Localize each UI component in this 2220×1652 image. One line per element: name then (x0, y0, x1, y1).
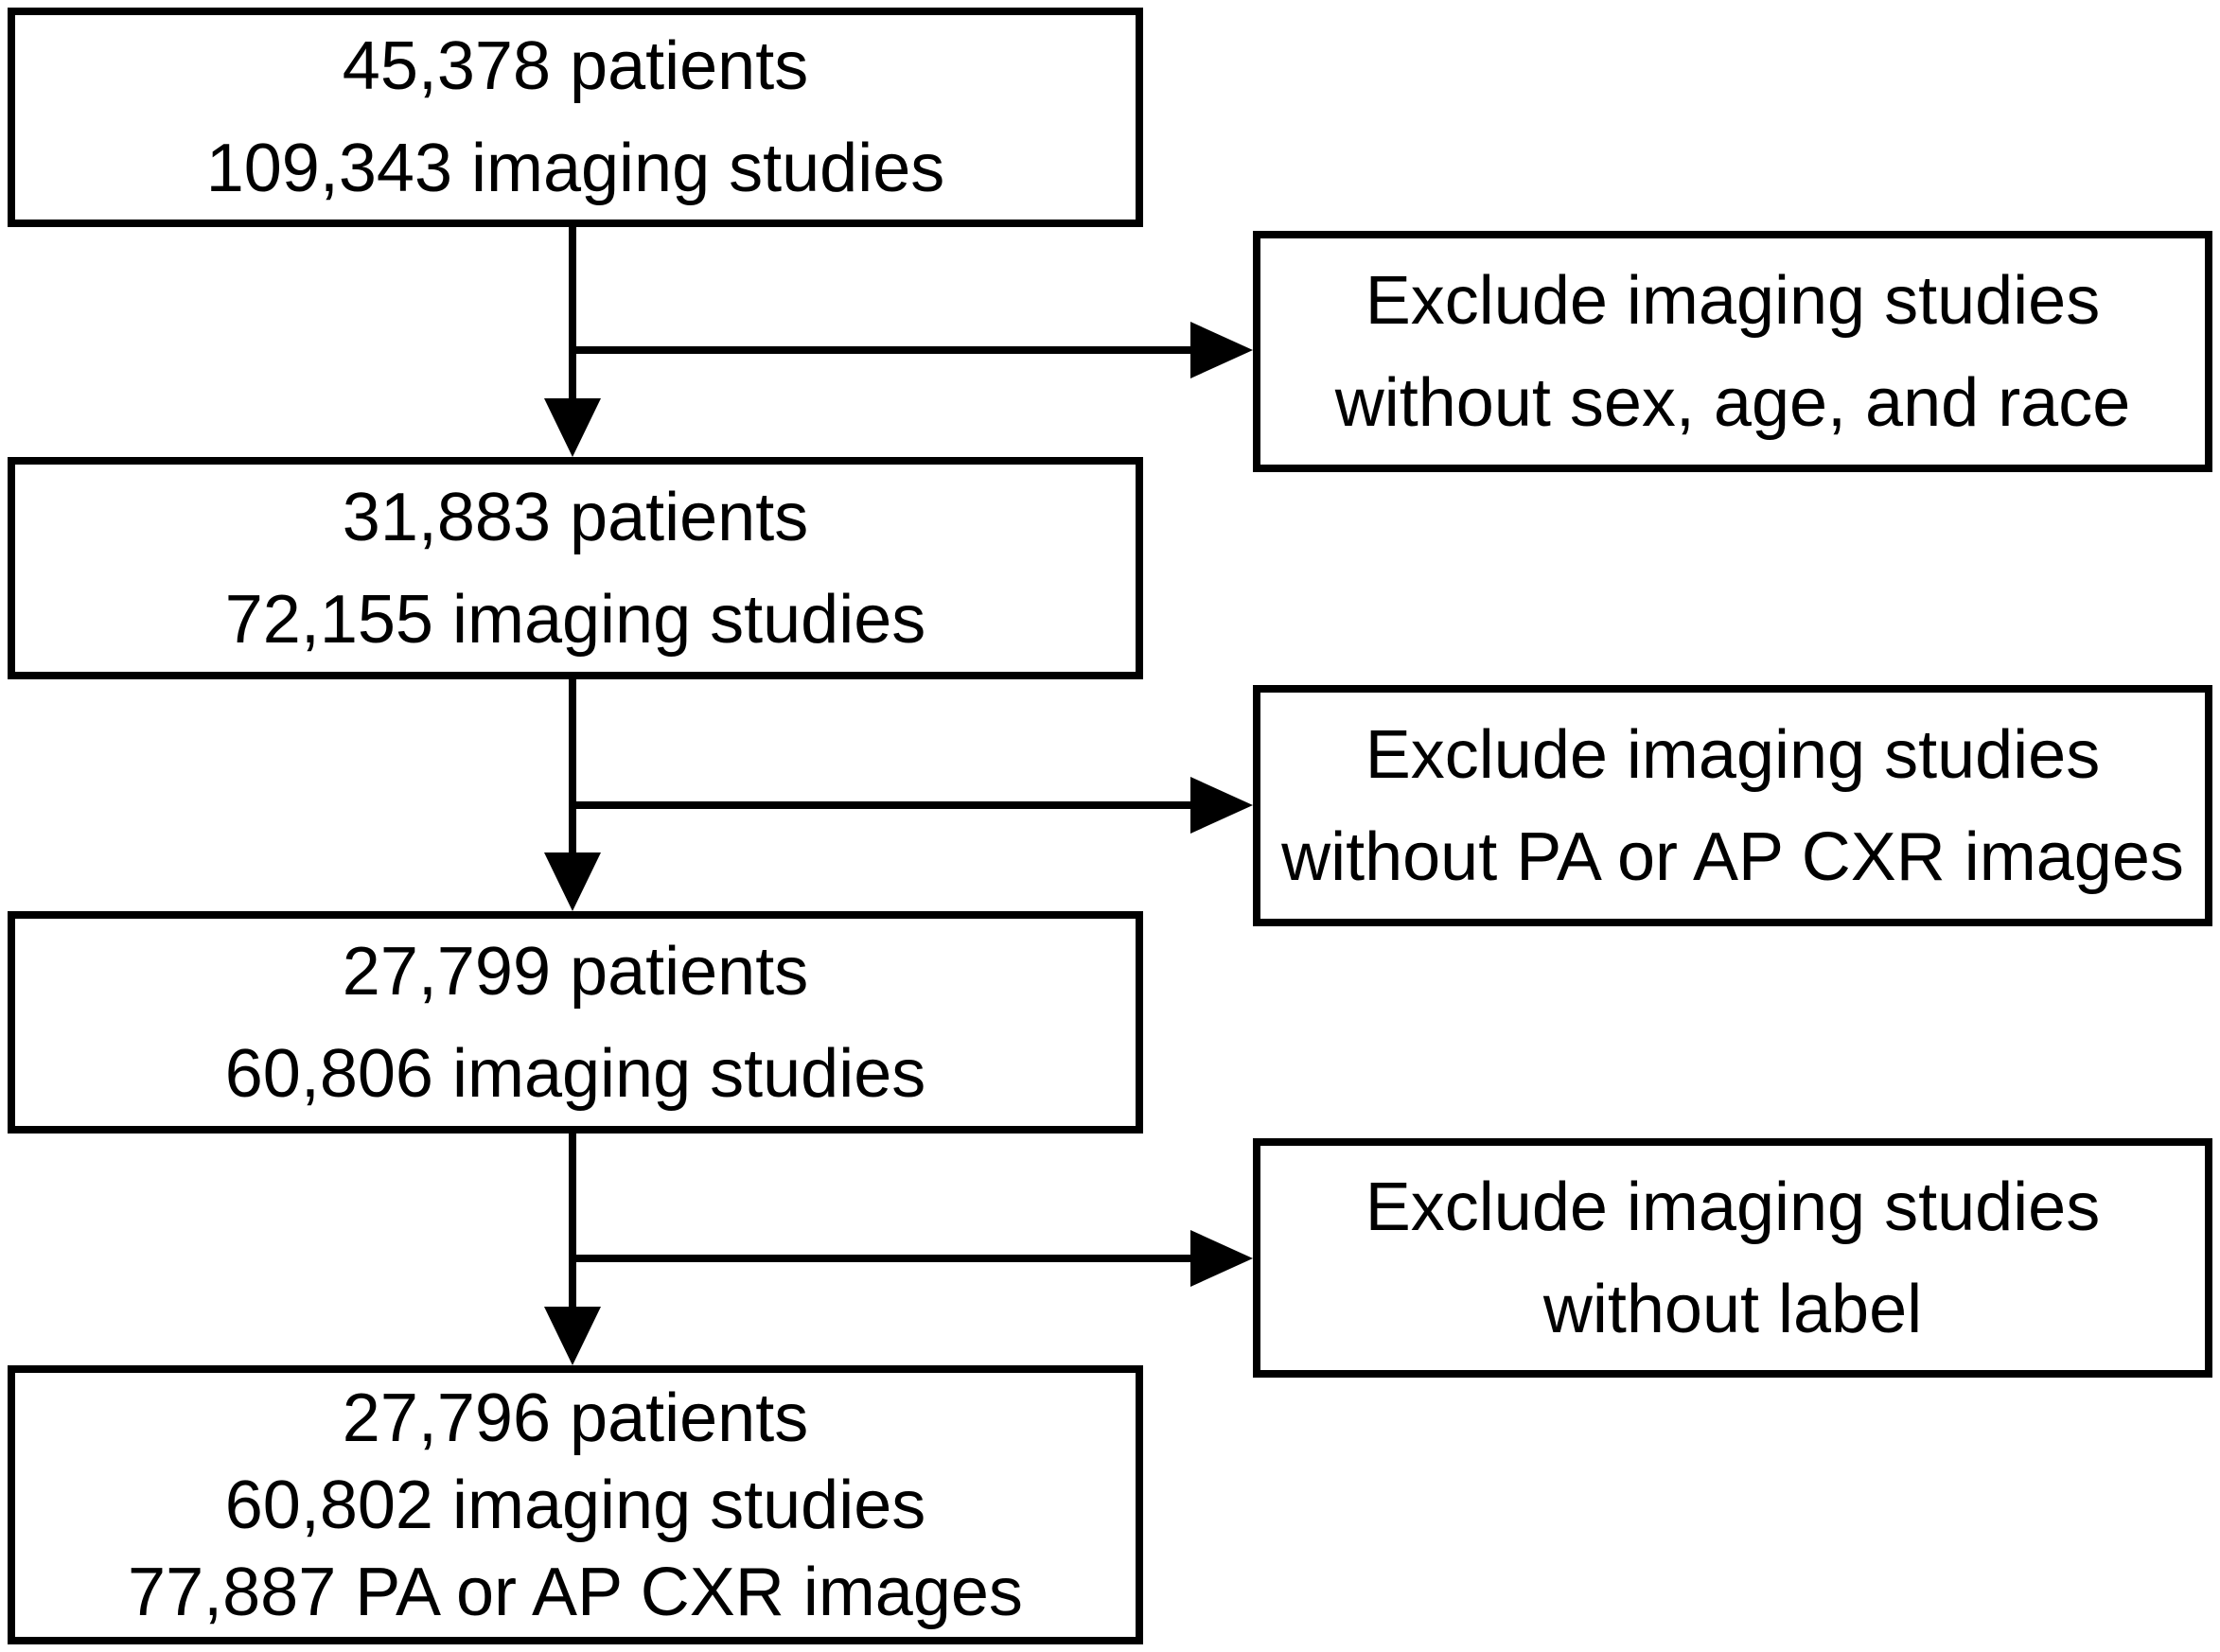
arrow-right-2-head-icon (1190, 777, 1253, 834)
cohort-box-2-line-2: 72,155 imaging studies (224, 581, 926, 658)
exclusion-box-2: Exclude imaging studies without PA or AP… (1253, 685, 2212, 926)
cohort-box-2: 31,883 patients 72,155 imaging studies (8, 457, 1143, 679)
cohort-box-3-line-1: 27,799 patients (342, 933, 809, 1010)
arrow-right-3-line (573, 1255, 1197, 1262)
arrow-right-1-line (573, 346, 1197, 354)
arrow-right-2-line (573, 801, 1197, 809)
exclusion-box-3-line-2: without label (1542, 1271, 1923, 1347)
cohort-box-4-line-1: 27,796 patients (342, 1380, 809, 1456)
cohort-box-1-line-1: 45,378 patients (342, 28, 809, 104)
cohort-box-4: 27,796 patients 60,802 imaging studies 7… (8, 1365, 1143, 1644)
exclusion-box-3: Exclude imaging studies without label (1253, 1138, 2212, 1378)
arrow-down-1-head-icon (544, 398, 601, 457)
arrow-down-1-line (569, 225, 576, 405)
cohort-box-1-line-2: 109,343 imaging studies (205, 131, 945, 206)
exclusion-box-1-line-2: without sex, age, and race (1334, 364, 2131, 441)
arrow-right-1-head-icon (1190, 322, 1253, 378)
cohort-box-4-line-2: 60,802 imaging studies (224, 1467, 926, 1543)
cohort-box-3: 27,799 patients 60,806 imaging studies (8, 911, 1143, 1134)
exclusion-box-2-line-1: Exclude imaging studies (1365, 716, 2101, 793)
arrow-down-2-line (569, 679, 576, 859)
cohort-box-3-line-2: 60,806 imaging studies (224, 1035, 926, 1112)
cohort-box-2-line-1: 31,883 patients (342, 479, 809, 555)
exclusion-box-2-line-2: without PA or AP CXR images (1281, 818, 2184, 895)
arrow-right-3-head-icon (1190, 1230, 1253, 1287)
arrow-down-3-head-icon (544, 1307, 601, 1365)
arrow-down-3-line (569, 1134, 576, 1313)
cohort-box-4-line-3: 77,887 PA or AP CXR images (128, 1554, 1023, 1630)
arrow-down-2-head-icon (544, 852, 601, 911)
exclusion-box-3-line-1: Exclude imaging studies (1365, 1169, 2101, 1245)
cohort-box-1: 45,378 patients 109,343 imaging studies (8, 8, 1143, 227)
exclusion-box-1-line-1: Exclude imaging studies (1365, 262, 2101, 339)
exclusion-box-1: Exclude imaging studies without sex, age… (1253, 231, 2212, 472)
